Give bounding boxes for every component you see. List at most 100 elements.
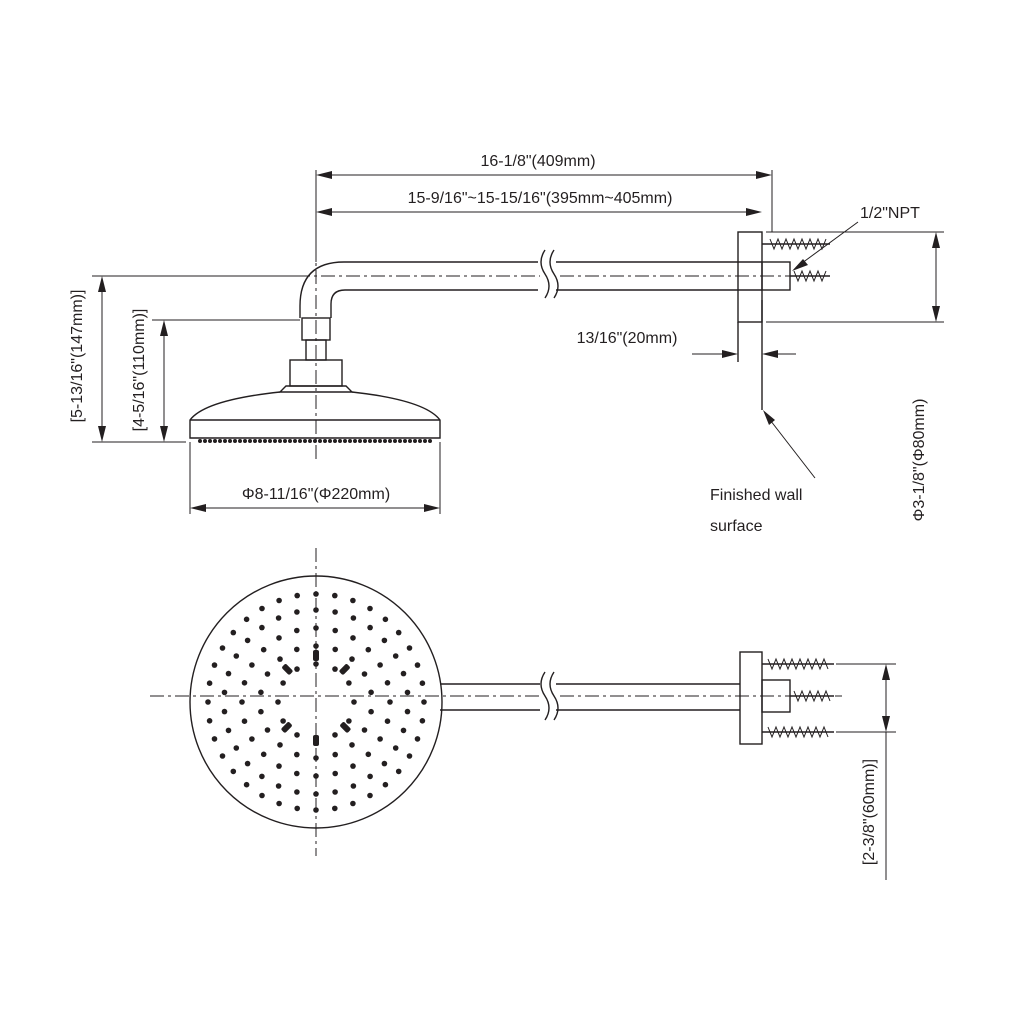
side-nozzle [373,439,377,443]
side-nozzle [313,439,317,443]
side-nozzle [358,439,362,443]
nozzle-dot [332,732,338,738]
nozzle-dot [395,768,402,775]
label-height-total: [5-13/16"(147mm)] [69,290,86,423]
nozzle-dot [275,615,282,621]
nozzle-dot [294,646,300,653]
side-nozzle [248,439,252,443]
nozzle-dot [419,680,426,686]
side-nozzle [338,439,342,443]
side-nozzle [203,439,207,443]
wall-screws [762,237,830,283]
nozzle-dot [219,753,226,759]
label-head-diameter: Φ8-11/16"(Φ220mm) [242,486,390,503]
side-nozzle [253,439,257,443]
label-finished-wall-line1: Finished wall [710,487,802,504]
nozzle-dot [239,699,245,705]
nozzle-dot [382,781,389,788]
nozzle-dot [367,605,373,612]
nozzle-dot [294,732,300,738]
nozzle-dot [377,736,383,742]
nozzle-dot [205,699,211,705]
side-nozzle [303,439,307,443]
nozzle-dot [351,699,357,705]
nozzle-dot [414,736,421,742]
nozzle-dot [332,592,338,599]
side-nozzle [213,439,217,443]
nozzle-dot [275,699,281,705]
nozzle-dot [276,597,282,604]
nozzle-dot [421,699,427,705]
nozzle-dot [225,670,232,677]
nozzle-dot [381,637,388,644]
nozzle-dot [259,624,265,631]
nozzle-dot [244,760,251,767]
nozzle-dot [313,591,319,597]
nozzle-dot [206,680,213,686]
nozzle-dot [404,689,411,696]
nozzle-dot [377,662,383,668]
nozzle-dot [294,666,300,672]
nozzle-dot [332,646,339,653]
nozzle-dot [258,708,264,715]
side-view: 16-1/8"(409mm) 15-9/16"~15-15/16"(395mm~… [69,153,944,535]
nozzle-dot [367,624,373,631]
nozzle-dot [259,605,265,612]
nozzle-dot [395,629,402,636]
side-nozzle [283,439,287,443]
nozzle-dot [294,609,300,615]
label-finished-wall-line2: surface [710,518,763,535]
nozzle-dot [346,718,352,724]
label-flange-depth: 13/16"(20mm) [577,330,678,347]
nozzle-dot [243,616,250,623]
top-view: [2-3/8"(60mm)] [150,548,896,880]
top-wall-screws [762,657,834,739]
nozzle-dot [332,789,338,795]
nozzle-dot [221,689,228,696]
nozzle-dot [221,708,228,715]
side-nozzle [308,439,312,443]
nozzle-dot [219,645,226,651]
label-flange-diameter: Φ3-1/8"(Φ80mm) [911,399,928,522]
nozzle-dot [313,791,319,797]
nozzle-dot [294,789,300,795]
nozzle-dot [367,792,373,799]
side-nozzle [238,439,242,443]
nozzle-dot [350,763,356,769]
nozzle-dot [260,751,267,758]
nozzle-dot [276,635,282,641]
side-nozzle [423,439,427,443]
nozzle-dot [313,773,319,779]
nozzle-dot [280,680,286,686]
side-nozzle [258,439,262,443]
nozzle-dot [243,781,250,788]
nozzle-dot [350,635,356,641]
side-nozzle [378,439,382,443]
label-screw-spacing: [2-3/8"(60mm)] [861,759,878,865]
nozzle-dot [294,770,300,777]
nozzle-pattern [205,591,427,813]
nozzle-dot [365,751,372,758]
nozzle-dot [241,718,248,724]
nozzle-dot [294,592,301,599]
side-nozzle [383,439,387,443]
nozzle-dot [400,727,407,734]
side-nozzle [333,439,337,443]
side-nozzle [198,439,202,443]
nozzle-dot [206,718,213,724]
nozzle-dot [294,627,300,634]
nozzle-dot [419,718,426,724]
nozzle-dot [332,609,338,615]
side-nozzle [418,439,422,443]
nozzle-dot [249,662,255,668]
nozzle-dot [406,645,413,651]
side-nozzle [298,439,302,443]
nozzle-dot [361,727,368,733]
side-nozzle [368,439,372,443]
side-nozzle [408,439,412,443]
side-nozzle [428,439,432,443]
side-nozzle [293,439,297,443]
label-overall-length: 16-1/8"(409mm) [480,153,595,170]
nozzle-dot [249,736,255,742]
